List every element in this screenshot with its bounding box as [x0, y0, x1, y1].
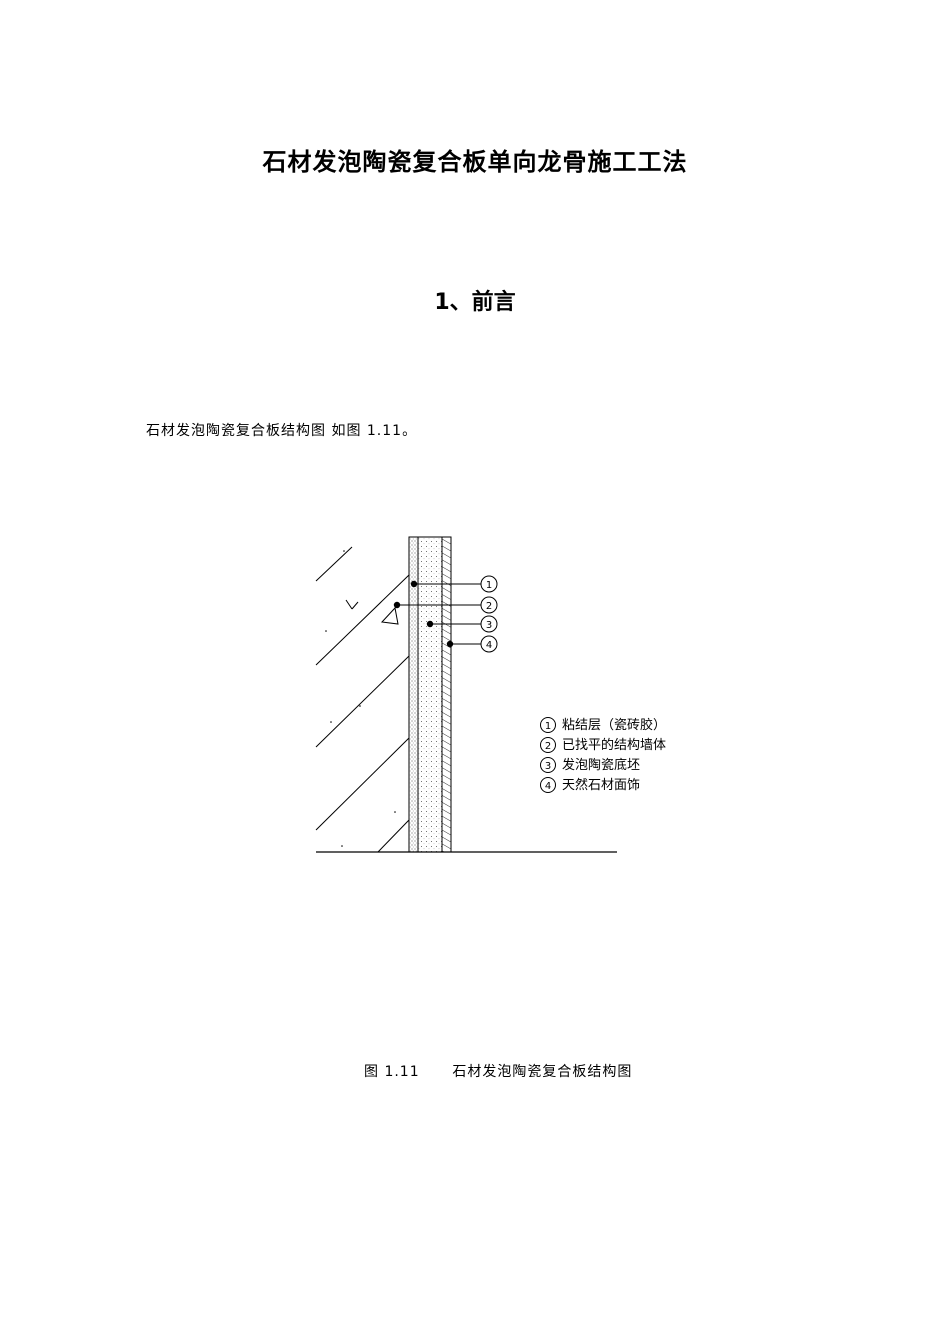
legend: 1 2 3 4 粘结层（瓷砖胶） 已找平的结构墙体 发泡陶瓷底坯 天然石材面饰 — [540, 717, 666, 793]
document-title: 石材发泡陶瓷复合板单向龙骨施工工法 — [262, 147, 688, 176]
legend-label-4: 天然石材面饰 — [562, 777, 640, 793]
leader-dot-1 — [410, 580, 418, 588]
legend-circle-4 — [540, 777, 556, 793]
leader-dot-2 — [393, 601, 401, 609]
callout-number-2: 2 — [486, 601, 492, 612]
legend-circle-3 — [540, 757, 556, 773]
figure-number: 图 1.11 — [364, 1064, 420, 1080]
wall-hatching — [315, 546, 410, 853]
callout-circle-4 — [480, 635, 498, 653]
aggregate-triangle — [380, 606, 399, 625]
callout-number-4: 4 — [486, 640, 492, 651]
legend-number-1: 1 — [545, 721, 551, 732]
leader-dot-4 — [446, 640, 454, 648]
callout-number-3: 3 — [486, 620, 492, 631]
legend-label-3: 发泡陶瓷底坯 — [562, 757, 640, 773]
legend-number-2: 2 — [545, 741, 551, 752]
legend-circle-2 — [540, 737, 556, 753]
figure-caption-text: 石材发泡陶瓷复合板结构图 — [452, 1064, 633, 1080]
callout-leaders — [397, 583, 481, 645]
leader-dot-3 — [426, 620, 434, 628]
callout-circle-1 — [480, 575, 498, 593]
legend-number-3: 3 — [545, 761, 551, 772]
legend-label-1: 粘结层（瓷砖胶） — [562, 717, 666, 733]
callout-number-1: 1 — [486, 580, 492, 591]
figure-caption: 图 1.11 石材发泡陶瓷复合板结构图 — [364, 1061, 632, 1081]
legend-label-2: 已找平的结构墙体 — [562, 737, 666, 753]
callout-circle-3 — [480, 615, 498, 633]
intro-paragraph: 石材发泡陶瓷复合板结构图 如图 1.11。 — [146, 423, 418, 439]
legend-circle-1 — [540, 717, 556, 733]
section-heading: 1、前言 — [434, 290, 516, 315]
callout-circle-2 — [480, 596, 498, 614]
legend-number-4: 4 — [545, 781, 551, 792]
